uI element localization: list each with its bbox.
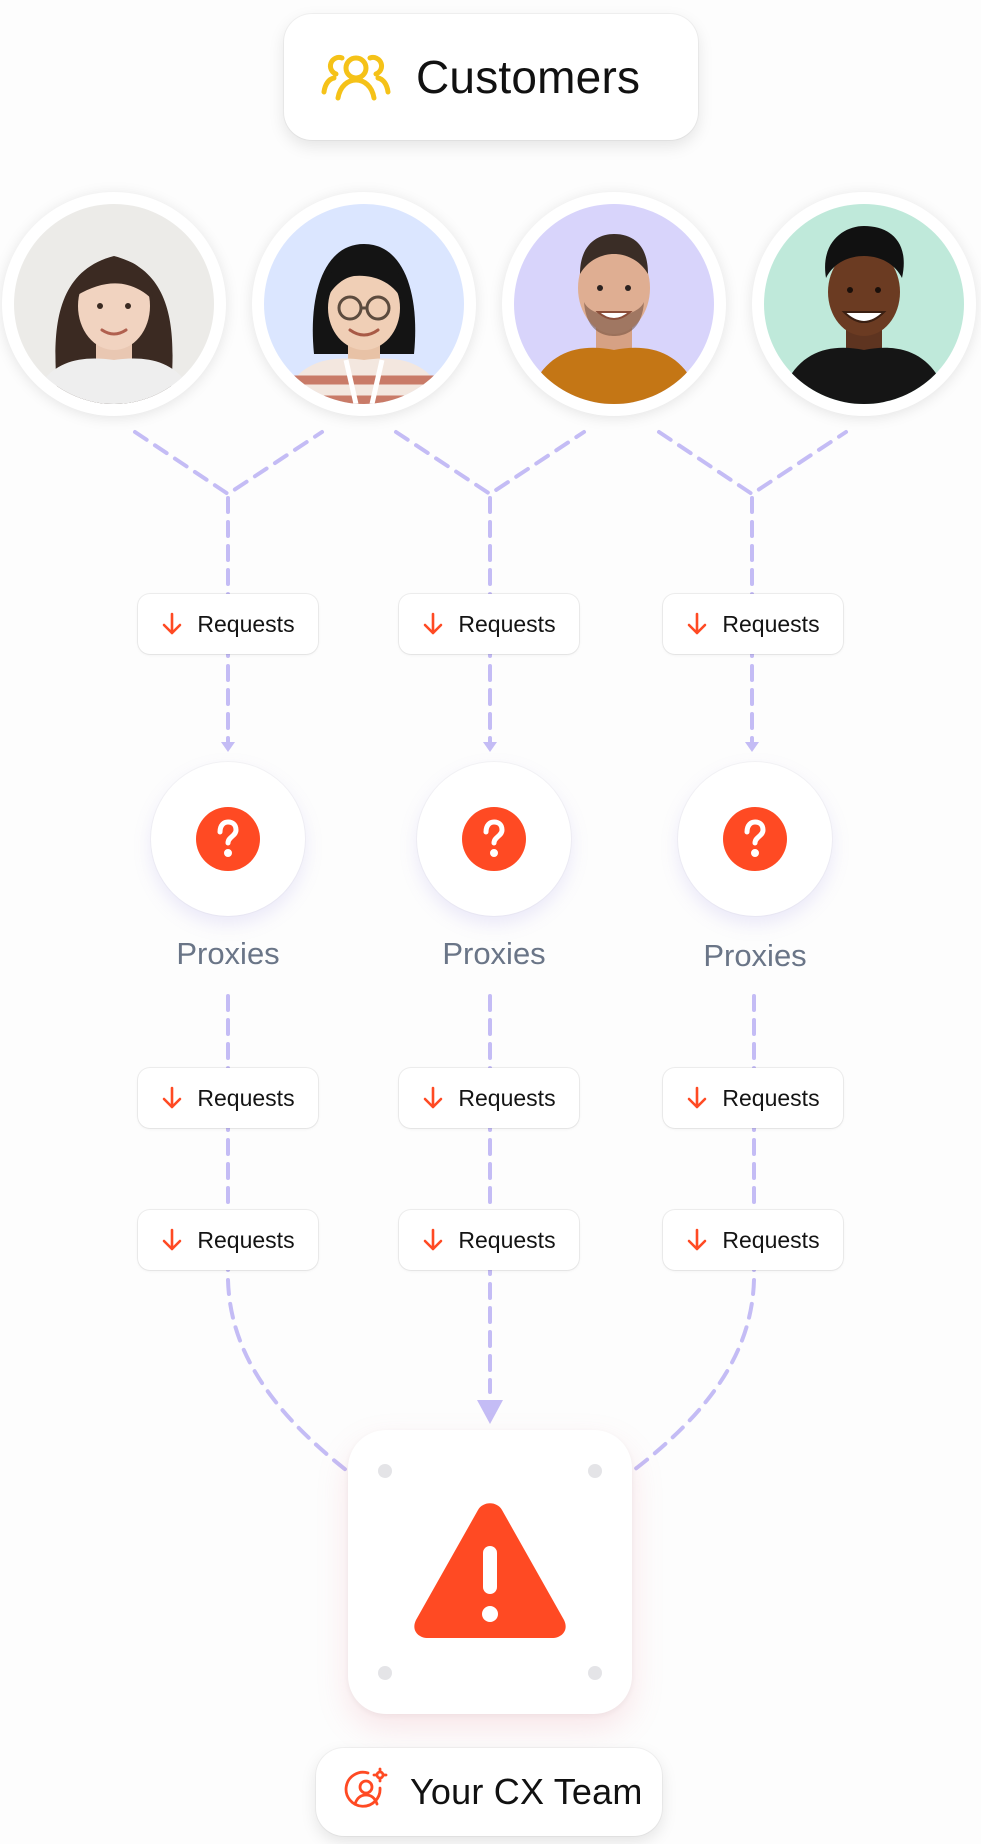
request-label: Requests [722,610,820,637]
card-dot [378,1464,392,1478]
question-icon [462,807,526,871]
request-label: Requests [458,610,556,637]
arrow-down-icon [163,612,182,635]
arrow-down-icon [688,1086,707,1109]
request-tag-col3-top: Requests [663,594,843,654]
connector-curve-left [226,1278,348,1472]
connector-customer-merge-2 [394,430,586,497]
request-tag-col3-bottom: Requests [663,1210,843,1270]
customer-avatar-4 [752,192,976,416]
request-tag-col1-mid: Requests [138,1068,318,1128]
request-tag-col1-top: Requests [138,594,318,654]
cx-team-label: Your CX Team [410,1771,643,1812]
request-tag-col2-top: Requests [399,594,579,654]
connector-customer-merge-1 [133,430,324,497]
arrowhead-3 [745,742,759,752]
customers-header: Customers [284,14,698,140]
request-tag-col2-mid: Requests [399,1068,579,1128]
card-dot [588,1464,602,1478]
request-label: Requests [197,610,295,637]
request-label: Requests [722,1084,820,1111]
warning-icon [414,1503,566,1638]
request-label: Requests [458,1226,556,1253]
proxy-label-3: Proxies [703,938,807,973]
connector-curve-right [632,1278,756,1472]
arrow-down-icon [163,1086,182,1109]
support-agent-icon [342,1766,390,1819]
arrowhead-1 [221,742,235,752]
customer-avatar-2 [252,192,476,416]
proxy-node-2 [417,762,571,916]
request-label: Requests [197,1226,295,1253]
proxy-label-2: Proxies [442,936,546,971]
arrow-down-icon [424,1086,443,1109]
request-tag-col3-mid: Requests [663,1068,843,1128]
question-icon [723,807,787,871]
arrow-down-icon [163,1228,182,1251]
card-dot [378,1666,392,1680]
customers-label: Customers [416,51,641,103]
question-icon [196,807,260,871]
card-dot [588,1666,602,1680]
customer-avatar-3 [502,192,726,416]
arrowhead-center [477,1400,503,1424]
arrow-down-icon [424,1228,443,1251]
request-label: Requests [458,1084,556,1111]
arrow-down-icon [688,612,707,635]
request-label: Requests [722,1226,820,1253]
request-tag-col2-bottom: Requests [399,1210,579,1270]
alert-card [348,1430,632,1714]
request-label: Requests [197,1084,295,1111]
users-icon [320,46,392,109]
connector-customer-merge-3 [657,430,848,497]
proxy-label-1: Proxies [176,936,280,971]
customer-avatar-1 [2,192,226,416]
proxy-node-3 [678,762,832,916]
arrow-down-icon [688,1228,707,1251]
arrowhead-2 [483,742,497,752]
cx-team-badge: Your CX Team [316,1748,662,1836]
proxy-node-1 [151,762,305,916]
arrow-down-icon [424,612,443,635]
request-tag-col1-bottom: Requests [138,1210,318,1270]
